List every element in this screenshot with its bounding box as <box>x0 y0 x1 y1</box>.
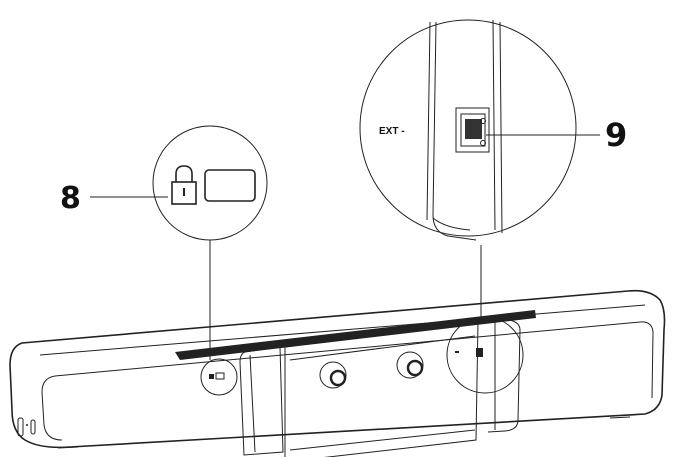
lock-highlight-small <box>200 358 238 396</box>
rear-panel <box>239 316 524 457</box>
ethernet-port-icon <box>455 107 490 153</box>
side-port-icon <box>17 417 24 437</box>
callout-label-9: 9 <box>605 116 627 154</box>
speaker-grille <box>175 310 536 360</box>
callout-label-8: 8 <box>60 181 81 216</box>
connector-knob-right <box>396 351 424 379</box>
ext-port-label: EXT - <box>379 126 405 137</box>
lock-slot <box>204 169 256 202</box>
callout-9-magnified: EXT - 9 <box>359 19 627 241</box>
callout-8-magnified: 8 <box>60 125 268 241</box>
connector-knob-left <box>319 361 347 389</box>
port-highlight-circle <box>446 316 524 394</box>
soundbar-body <box>9 289 666 449</box>
lock-icon <box>171 165 197 205</box>
